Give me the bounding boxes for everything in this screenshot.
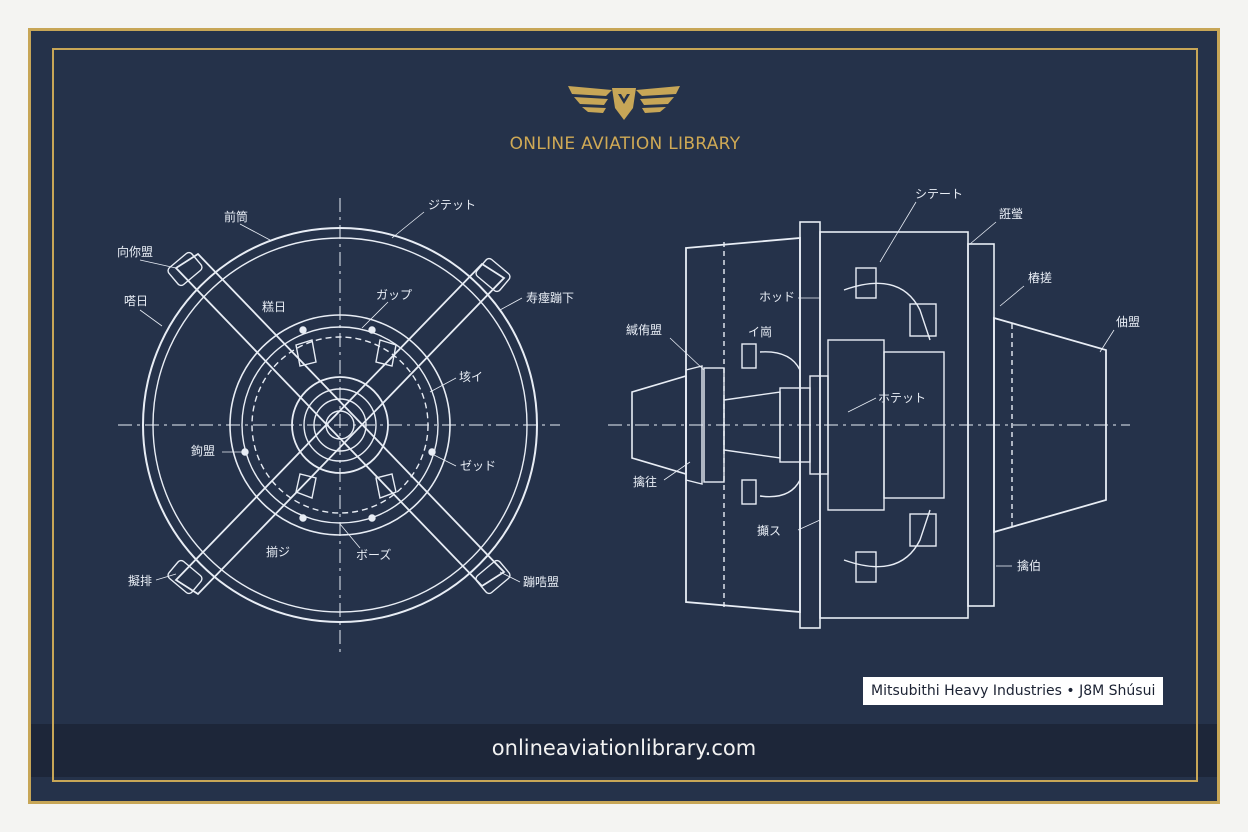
side-view-labels: シテート 誑瑩 ホッド 樁搓 緘侑盟 イ崗 伷盟 ホテット 擒往 攧ス 擒伯 [626, 187, 1140, 573]
blueprint-frame [28, 28, 1220, 804]
side-label: 樁搓 [1028, 270, 1052, 285]
exhaust-nozzle [993, 316, 1107, 534]
side-label: 攧ス [757, 524, 781, 538]
side-label: 伷盟 [1116, 315, 1140, 329]
footer-bar [31, 724, 1217, 777]
front-label: 垓イ [459, 369, 483, 384]
side-label: 緘侑盟 [626, 323, 662, 337]
front-label: 揃ジ [266, 544, 290, 559]
side-label: シテート [915, 187, 963, 201]
outer-casing-ring [142, 227, 538, 623]
footer-website-url: onlineaviationlibrary.com [491, 736, 757, 760]
front-view-labels: 前筒 向你盟 嗒日 糕日 ガップ ジテット 寿瘞蹦下 垓イ 鉤盟 ゼッド 揃ジ … [117, 198, 574, 589]
side-label: イ崗 [748, 325, 772, 339]
aircraft-caption: Mitsubithi Heavy Industries • J8M Shúsui [863, 677, 1164, 705]
engine-side-view [608, 221, 1130, 629]
cross-arm [174, 252, 506, 588]
front-label: 糕日 [262, 300, 286, 314]
front-label: 擬排 [128, 573, 152, 588]
side-label: ホテット [878, 391, 926, 405]
front-label: ゼッド [460, 459, 496, 473]
engine-front-view [118, 198, 560, 652]
center-hub [291, 376, 389, 474]
front-label: 寿瘞蹦下 [526, 290, 574, 305]
stator-ring [229, 314, 451, 536]
winged-shield-logo-icon [568, 86, 680, 120]
front-label: 前筒 [224, 209, 248, 224]
front-label: ボーズ [356, 547, 391, 562]
side-label: ホッド [759, 290, 795, 304]
front-label: ガップ [376, 288, 412, 302]
side-label: 誑瑩 [999, 207, 1023, 221]
front-label: 向你盟 [117, 244, 153, 259]
cross-arm [174, 262, 506, 596]
side-label: 擒往 [633, 474, 657, 489]
front-label: 嗒日 [124, 294, 148, 308]
front-label: 鉤盟 [191, 443, 215, 458]
side-label: 擒伯 [1017, 558, 1041, 573]
front-label: 蹦哠盟 [523, 575, 559, 589]
brand-name: ONLINE AVIATION LIBRARY [509, 134, 741, 154]
front-label: ジテット [428, 198, 476, 212]
